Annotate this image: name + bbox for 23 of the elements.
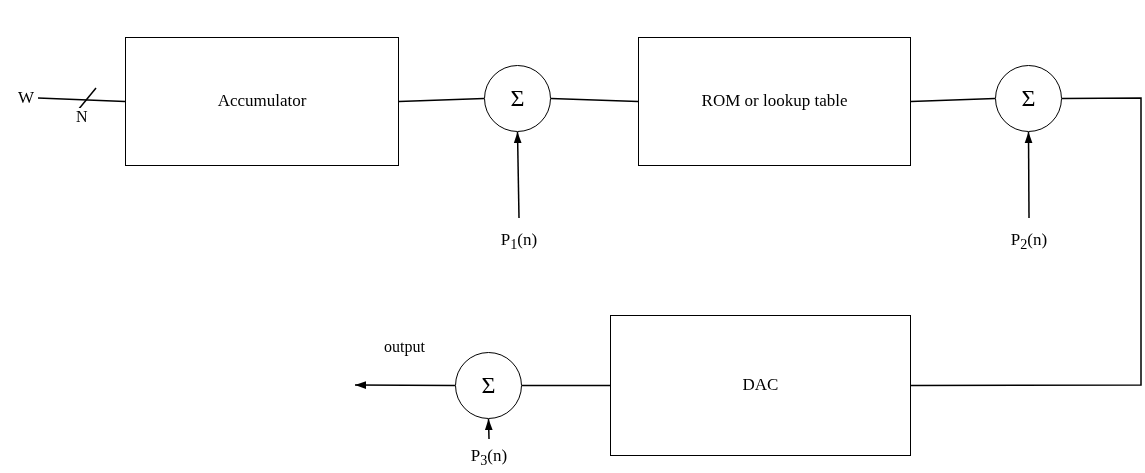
- connector-line: [550, 97, 639, 103]
- signal-label: P$_{1}$(n): [500, 231, 538, 253]
- sigma-symbol: Σ: [510, 85, 525, 112]
- sigma-symbol: Σ: [1021, 85, 1036, 112]
- arrow: [1024, 131, 1033, 219]
- dac-block: [610, 315, 911, 456]
- arrow: [484, 418, 493, 440]
- connector-line: [910, 97, 1142, 387]
- block-label: ROM or lookup table: [701, 92, 848, 111]
- sigma-symbol: Σ: [481, 372, 496, 399]
- connector-line: [910, 97, 996, 103]
- input-label: W: [17, 88, 34, 108]
- block-label: Accumulator: [217, 92, 307, 111]
- block-label: DAC: [742, 376, 779, 395]
- arrow: [354, 381, 456, 389]
- arrow: [513, 131, 522, 219]
- connector-line: [398, 97, 485, 103]
- signal-label: P$_{2}$(n): [1010, 231, 1048, 253]
- accumulator-block: [125, 37, 399, 166]
- lookup-table-block: [638, 37, 911, 166]
- connector-line: [521, 384, 611, 387]
- connector-line: [37, 97, 126, 103]
- signal-label: P$_{3}$(n): [470, 447, 508, 469]
